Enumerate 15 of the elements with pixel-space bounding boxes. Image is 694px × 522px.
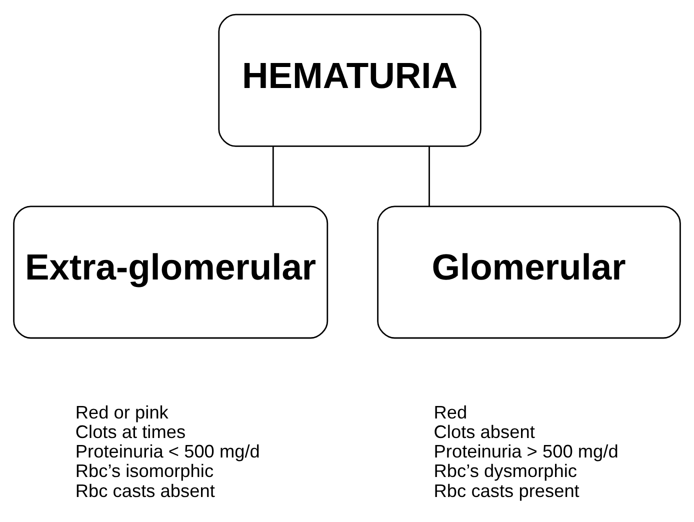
node-box: Extra-glomerular <box>13 206 328 339</box>
node-label: Clots at times <box>75 422 186 442</box>
node-box: HEMATURIA <box>218 14 482 147</box>
node-label: Proteinuria > 500 mg/d <box>434 442 618 462</box>
node-label: Clots absent <box>434 422 535 442</box>
connector <box>428 146 430 206</box>
node-label: Proteinuria < 500 mg/d <box>75 442 260 462</box>
node-label: Red <box>434 402 468 422</box>
node-box: Glomerular <box>377 206 681 339</box>
node-label: Rbc’s dysmorphic <box>434 461 578 482</box>
node-label: Rbc casts absent <box>75 480 215 501</box>
node-label: Red or pink <box>75 402 168 422</box>
connector <box>272 146 274 206</box>
node-label: Rbc casts present <box>434 480 580 501</box>
node-label: Rbc’s isomorphic <box>75 461 214 482</box>
